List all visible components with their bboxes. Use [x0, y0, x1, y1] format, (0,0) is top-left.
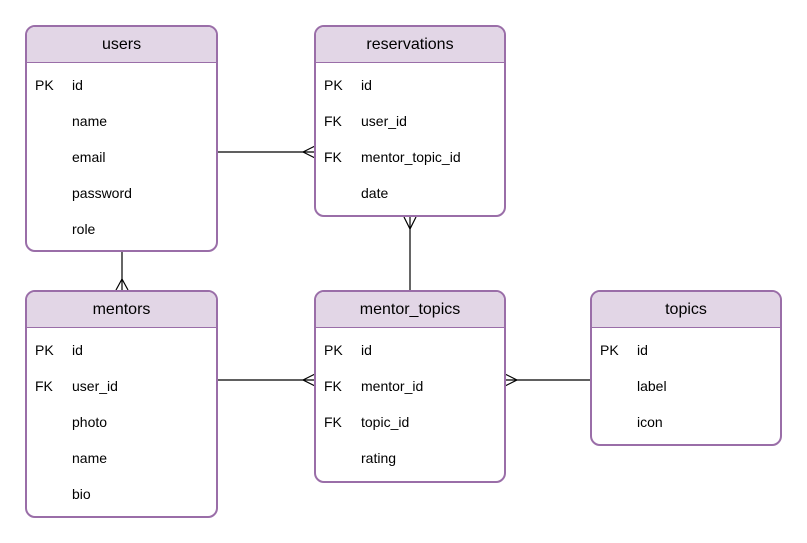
entity-row: password	[27, 177, 216, 213]
field-label: id	[361, 342, 372, 358]
entity-row: PK id	[592, 334, 780, 370]
entity-header: reservations	[316, 27, 504, 63]
relation-mentors-mentor-topics	[218, 373, 316, 387]
entity-header: mentors	[27, 292, 216, 328]
entity-row: role	[27, 213, 216, 249]
entity-row: FK user_id	[27, 370, 216, 406]
field-label: topic_id	[361, 414, 410, 430]
entity-mentors[interactable]: mentors PK id FK user_id photo name bio	[25, 290, 218, 518]
entity-row: rating	[316, 442, 504, 478]
key-label: FK	[35, 378, 53, 394]
entity-row: PK id	[316, 69, 504, 105]
entity-mentor-topics[interactable]: mentor_topics PK id FK mentor_id FK topi…	[314, 290, 506, 483]
field-label: password	[72, 185, 132, 201]
field-label: user_id	[361, 113, 407, 129]
entity-row: icon	[592, 406, 780, 442]
entity-row: PK id	[27, 334, 216, 370]
entity-users[interactable]: users PK id name email password role	[25, 25, 218, 252]
entity-row: email	[27, 141, 216, 177]
field-label: mentor_topic_id	[361, 149, 461, 165]
key-label: PK	[35, 342, 54, 358]
field-label: bio	[72, 486, 91, 502]
key-label: PK	[600, 342, 619, 358]
entity-header: topics	[592, 292, 780, 328]
entity-row: PK id	[316, 334, 504, 370]
key-label: PK	[35, 77, 54, 93]
field-label: mentor_id	[361, 378, 424, 394]
relation-mentor-topics-topics	[504, 373, 590, 387]
key-label: PK	[324, 77, 343, 93]
entity-row: FK user_id	[316, 105, 504, 141]
entity-row: photo	[27, 406, 216, 442]
entity-header: users	[27, 27, 216, 63]
field-label: id	[637, 342, 648, 358]
entity-row: PK id	[27, 69, 216, 105]
key-label: FK	[324, 414, 342, 430]
field-label: photo	[72, 414, 108, 430]
relation-reservations-mentor-topics	[403, 216, 417, 290]
key-label: PK	[324, 342, 343, 358]
field-label: label	[637, 378, 667, 394]
entity-row: bio	[27, 478, 216, 514]
field-label: id	[361, 77, 372, 93]
field-label: user_id	[72, 378, 118, 394]
field-label: date	[361, 185, 389, 201]
key-label: FK	[324, 378, 342, 394]
field-label: icon	[637, 414, 663, 430]
field-label: role	[72, 221, 96, 237]
field-label: email	[72, 149, 106, 165]
entity-header: mentor_topics	[316, 292, 504, 328]
entity-row: name	[27, 442, 216, 478]
relation-users-mentors	[115, 252, 129, 291]
field-label: name	[72, 450, 108, 466]
entity-reservations[interactable]: reservations PK id FK user_id FK mentor_…	[314, 25, 506, 217]
entity-row: label	[592, 370, 780, 406]
key-label: FK	[324, 113, 342, 129]
field-label: id	[72, 342, 83, 358]
entity-row: date	[316, 177, 504, 213]
entity-row: name	[27, 105, 216, 141]
field-label: name	[72, 113, 108, 129]
entity-topics[interactable]: topics PK id label icon	[590, 290, 782, 446]
entity-row: FK topic_id	[316, 406, 504, 442]
entity-row: FK mentor_id	[316, 370, 504, 406]
field-label: rating	[361, 450, 397, 466]
field-label: id	[72, 77, 83, 93]
relation-users-reservations	[218, 145, 316, 159]
entity-row: FK mentor_topic_id	[316, 141, 504, 177]
key-label: FK	[324, 149, 342, 165]
